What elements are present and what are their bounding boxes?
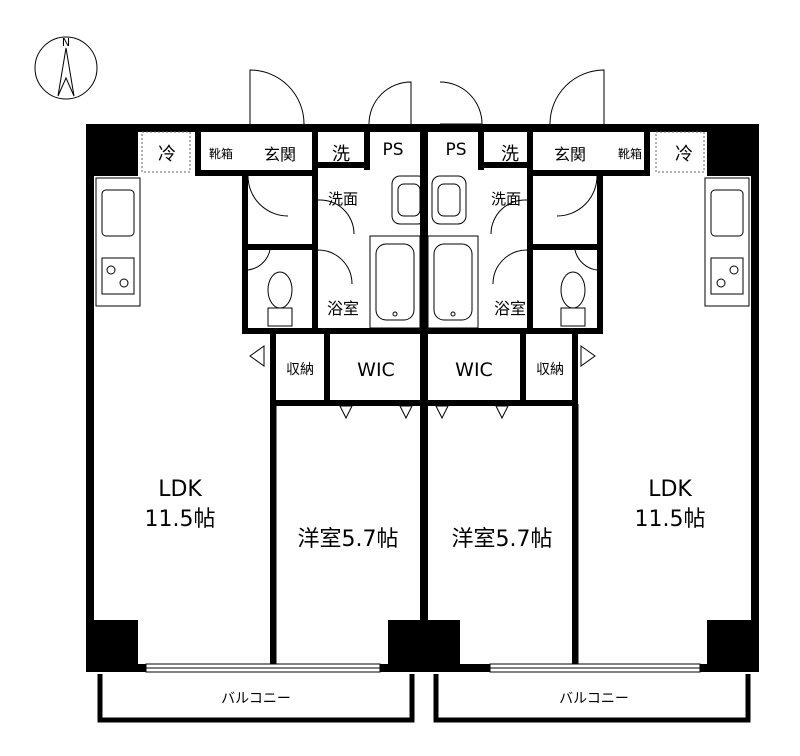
- bath-label: 浴室: [494, 299, 526, 318]
- wic-label: WIC: [455, 359, 493, 381]
- balcony-label: バルコニー: [559, 691, 629, 707]
- right-unit: LDK 11.5帖 洋室5.7帖 WIC 収納 浴室 洗面 玄関 靴箱 冷 洗 …: [445, 140, 705, 707]
- storage-label: 収納: [536, 362, 564, 378]
- washer-label: 洗: [332, 144, 350, 165]
- shoe-box-label: 靴箱: [618, 146, 642, 161]
- compass-icon: N: [34, 36, 98, 100]
- ldk-label: LDK: [158, 477, 202, 502]
- shoe-box-label: 靴箱: [209, 146, 233, 161]
- washroom-label: 洗面: [328, 190, 358, 208]
- left-unit: LDK 11.5帖 洋室5.7帖 WIC 収納 浴室 洗面 玄関 靴箱 冷 洗 …: [145, 140, 404, 707]
- bath-label: 浴室: [327, 299, 359, 318]
- bedroom-label: 洋室5.7帖: [298, 527, 399, 552]
- fridge-label: 冷: [675, 144, 693, 165]
- balcony-label: バルコニー: [221, 691, 291, 707]
- storage-label: 収納: [286, 362, 314, 378]
- bedroom-label: 洋室5.7帖: [452, 527, 553, 552]
- ps-label: PS: [445, 140, 466, 160]
- ldk-label: LDK: [648, 477, 692, 502]
- ps-label: PS: [382, 140, 403, 160]
- entrance-label: 玄関: [554, 145, 586, 164]
- ldk-size-label: 11.5帖: [145, 507, 216, 532]
- ldk-size-label: 11.5帖: [635, 507, 706, 532]
- north-label: N: [62, 36, 70, 49]
- entrance-label: 玄関: [264, 145, 296, 164]
- washroom-label: 洗面: [491, 190, 521, 208]
- fridge-label: 冷: [158, 144, 176, 165]
- washer-label: 洗: [501, 144, 519, 165]
- wic-label: WIC: [357, 359, 395, 381]
